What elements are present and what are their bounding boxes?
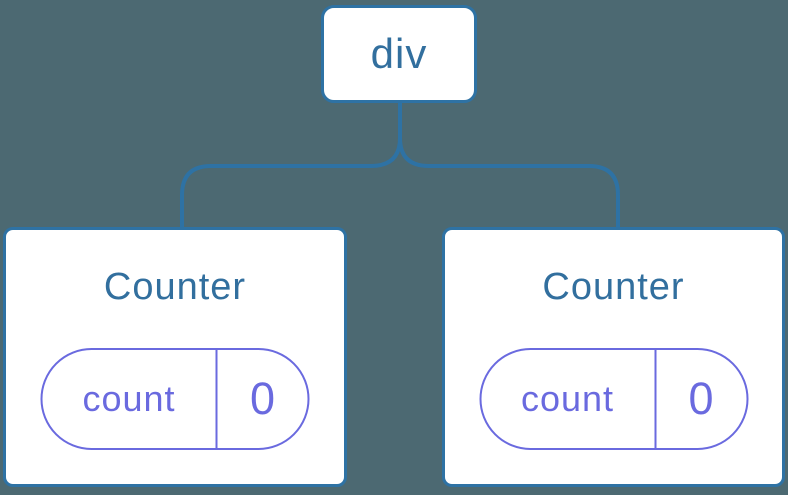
connector-left-branch <box>180 103 402 227</box>
connector-right-branch <box>398 103 620 227</box>
state-key: count <box>520 378 615 419</box>
component-name: Counter <box>103 266 247 308</box>
counter-node-left: Counter count 0 <box>3 227 347 487</box>
state-badge: count 0 <box>479 348 748 450</box>
counter-node-right: Counter count 0 <box>442 227 785 487</box>
state-value: 0 <box>249 373 276 424</box>
state-key: count <box>82 378 176 419</box>
state-badge-divider <box>654 350 656 448</box>
root-node-div: div <box>321 5 477 103</box>
state-badge-divider <box>215 350 218 448</box>
state-badge: count 0 <box>40 348 310 450</box>
state-value: 0 <box>688 373 714 424</box>
component-name: Counter <box>542 266 685 308</box>
root-node-label: div <box>370 30 428 77</box>
